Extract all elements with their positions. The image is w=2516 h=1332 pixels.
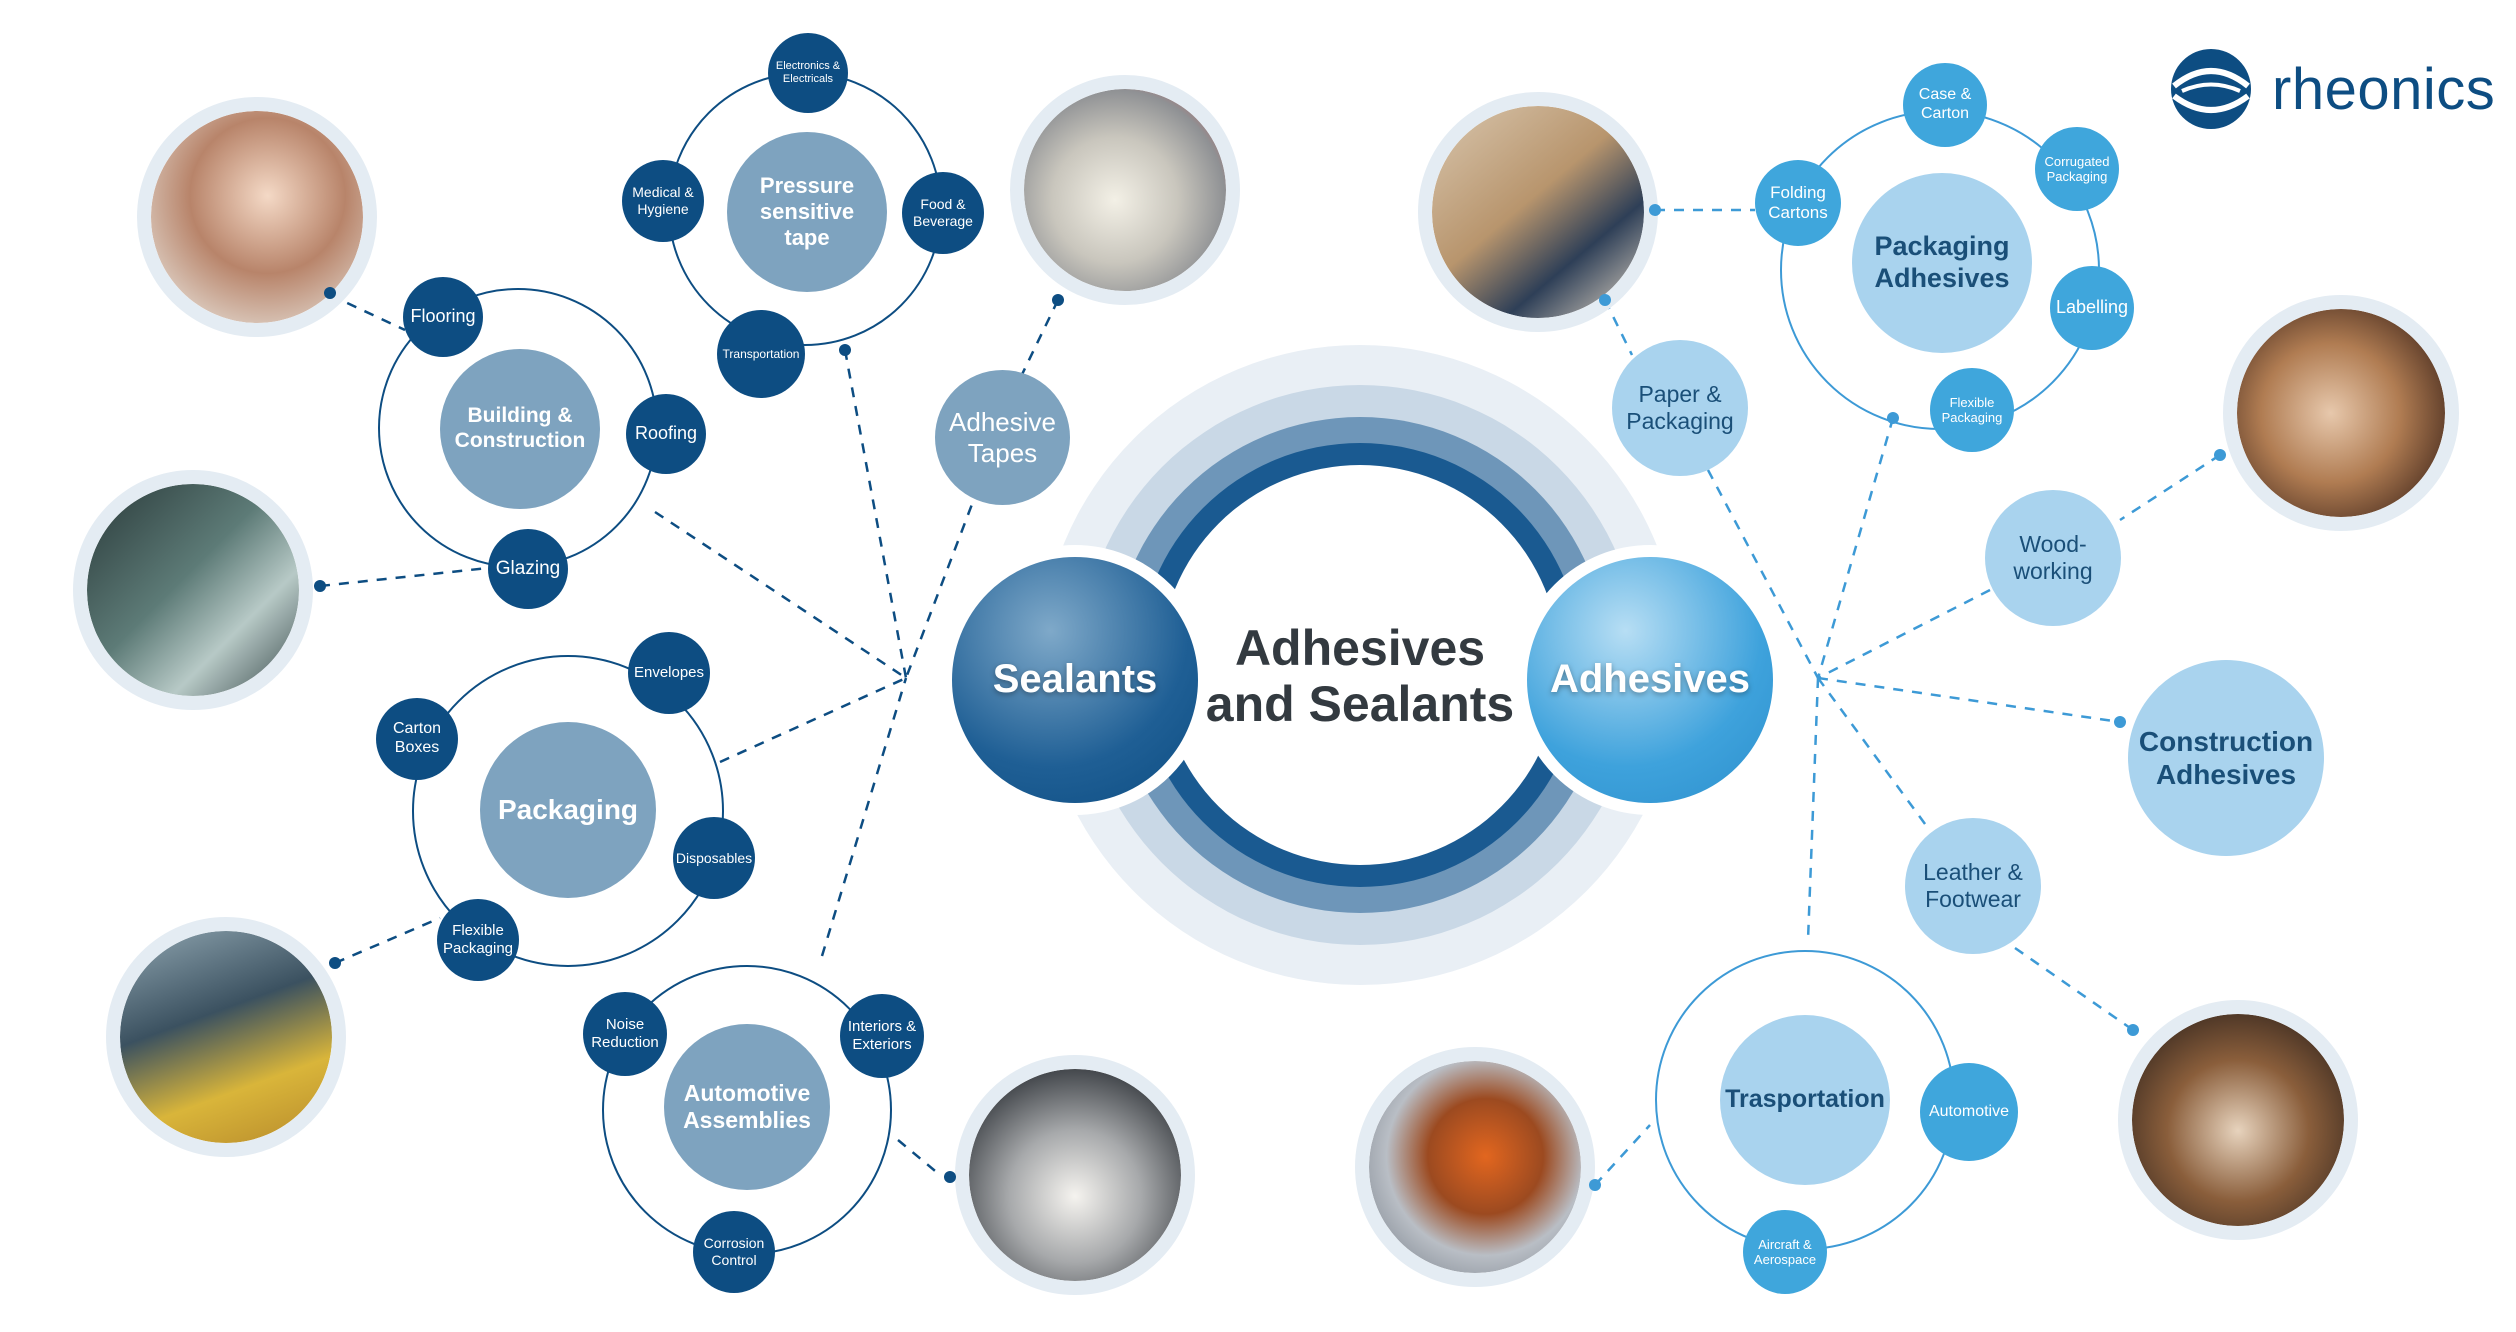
paper-packaging-label: Paper & Packaging — [1626, 380, 1734, 434]
glazing-label: Glazing — [495, 557, 561, 579]
flexible-packaging-adhesive-label: Flexible Packaging — [1941, 394, 2003, 425]
paper-packaging-node: Paper & Packaging — [1612, 340, 1748, 476]
connector-dot — [2127, 1024, 2139, 1036]
brand-name: rheonics — [2272, 56, 2496, 122]
carton-boxes-node: Carton Boxes — [376, 698, 458, 780]
sealant-gun-photo — [955, 1055, 1195, 1295]
glazing-node: Glazing — [488, 529, 568, 609]
woodworking-node: Wood- working — [1985, 490, 2121, 626]
automotive-title: Automotive Assemblies — [683, 1079, 811, 1133]
case-carton-node: Case & Carton — [1903, 63, 1987, 147]
rheonics-logo: rheonics — [2168, 46, 2495, 132]
center-title: Adhesives and Sealants — [1205, 620, 1515, 732]
warehouse-packing-photo — [1418, 92, 1658, 332]
transportation-adhesive-node: Trasportation — [1720, 1015, 1890, 1185]
interiors-exteriors-label: Interiors & Exteriors — [847, 1018, 917, 1053]
caulking-gun-photo — [137, 97, 377, 337]
connector-dot — [1649, 204, 1661, 216]
construction-adhesives-node: Construction Adhesives — [2128, 660, 2324, 856]
noise-reduction-label: Noise Reduction — [591, 1016, 659, 1051]
flooring-label: Flooring — [410, 306, 476, 327]
automotive-adhesive-node: Automotive — [1920, 1063, 2018, 1161]
flexible-packaging-adhesive-node: Flexible Packaging — [1930, 368, 2014, 452]
connector-dot — [839, 344, 851, 356]
automotive-node: Automotive Assemblies — [664, 1024, 830, 1190]
roofing-label: Roofing — [634, 423, 698, 444]
leather-footwear-label: Leather & Footwear — [1923, 858, 2023, 912]
folding-cartons-node: Folding Cartons — [1755, 160, 1841, 246]
transportation-node: Transportation — [717, 310, 805, 398]
connector-dot — [329, 957, 341, 969]
connector-dot — [314, 580, 326, 592]
folding-cartons-label: Folding Cartons — [1768, 182, 1828, 222]
disposables-label: Disposables — [675, 849, 753, 866]
transportation-label: Transportation — [722, 346, 800, 361]
flexible-packaging-label: Flexible Packaging — [442, 922, 514, 957]
disposables-node: Disposables — [673, 817, 755, 899]
transportation-title: Trasportation — [1725, 1085, 1885, 1114]
food-beverage-node: Food & Beverage — [902, 172, 984, 254]
building-node: Building & Construction — [440, 349, 600, 509]
packaging-title: Packaging — [497, 794, 639, 826]
connector-dot — [2214, 449, 2226, 461]
adhesives-label: Adhesives — [1549, 657, 1751, 702]
case-carton-label: Case & Carton — [1918, 86, 1972, 122]
packaging-orbit — [412, 655, 724, 967]
carton-boxes-label: Carton Boxes — [392, 720, 442, 756]
center-core — [1160, 465, 1560, 865]
connector-dot — [324, 287, 336, 299]
automotive-adhesive-label: Automotive — [1928, 1102, 2010, 1120]
connector-dot — [1052, 294, 1064, 306]
pressure-tape-node: Pressure sensitive tape — [727, 132, 887, 292]
robot-arm-photo — [1355, 1047, 1595, 1287]
connector-dot — [1599, 294, 1611, 306]
medical-hygiene-node: Medical & Hygiene — [622, 160, 704, 242]
connector-dot — [2114, 716, 2126, 728]
corrosion-control-node: Corrosion Control — [693, 1211, 775, 1293]
food-beverage-label: Food & Beverage — [913, 196, 973, 229]
connector-dot — [1589, 1179, 1601, 1191]
sealants-hub: Sealants — [940, 545, 1210, 815]
packaging-node: Packaging — [480, 722, 656, 898]
aircraft-aerospace-node: Aircraft & Aerospace — [1743, 1210, 1827, 1294]
corrosion-control-label: Corrosion Control — [703, 1235, 765, 1268]
adhesives-hub: Adhesives — [1515, 545, 1785, 815]
packaging-adhesives-node: Packaging Adhesives — [1852, 173, 2032, 353]
adhesive-tape-rolls-photo — [1010, 75, 1240, 305]
noise-reduction-node: Noise Reduction — [583, 992, 667, 1076]
corrugated-packaging-label: Corrugated Packaging — [2044, 153, 2110, 184]
roofing-node: Roofing — [626, 394, 706, 474]
woodworking-photo — [2223, 295, 2459, 531]
packaging-machine-photo — [106, 917, 346, 1157]
labelling-node: Labelling — [2050, 266, 2134, 350]
flexible-packaging-node: Flexible Packaging — [437, 899, 519, 981]
sealants-label: Sealants — [992, 657, 1158, 702]
medical-hygiene-label: Medical & Hygiene — [632, 184, 694, 217]
electronics-node: Electronics & Electricals — [768, 33, 848, 113]
connector-dot — [1887, 412, 1899, 424]
leather-footwear-node: Leather & Footwear — [1905, 818, 2041, 954]
corrugated-packaging-node: Corrugated Packaging — [2035, 127, 2119, 211]
pressure-tape-title: Pressure sensitive tape — [759, 173, 855, 250]
adhesive-tapes-label: Adhesive Tapes — [949, 406, 1056, 468]
adhesive-tapes-node: Adhesive Tapes — [935, 370, 1070, 505]
glass-sealing-photo — [73, 470, 313, 710]
aircraft-aerospace-label: Aircraft & Aerospace — [1753, 1236, 1817, 1267]
construction-adhesives-label: Construction Adhesives — [2138, 725, 2314, 790]
electronics-label: Electronics & Electricals — [775, 60, 841, 85]
envelopes-node: Envelopes — [628, 632, 710, 714]
woodworking-label: Wood- working — [2013, 530, 2093, 584]
labelling-label: Labelling — [2055, 297, 2129, 318]
flooring-node: Flooring — [403, 277, 483, 357]
building-title: Building & Construction — [454, 404, 586, 452]
packaging-adhesives-title: Packaging Adhesives — [1874, 231, 2010, 293]
leather-craft-photo — [2118, 1000, 2358, 1240]
rheonics-logo-icon — [2171, 49, 2251, 129]
envelopes-label: Envelopes — [633, 664, 705, 682]
connector-dot — [944, 1171, 956, 1183]
interiors-exteriors-node: Interiors & Exteriors — [840, 994, 924, 1078]
